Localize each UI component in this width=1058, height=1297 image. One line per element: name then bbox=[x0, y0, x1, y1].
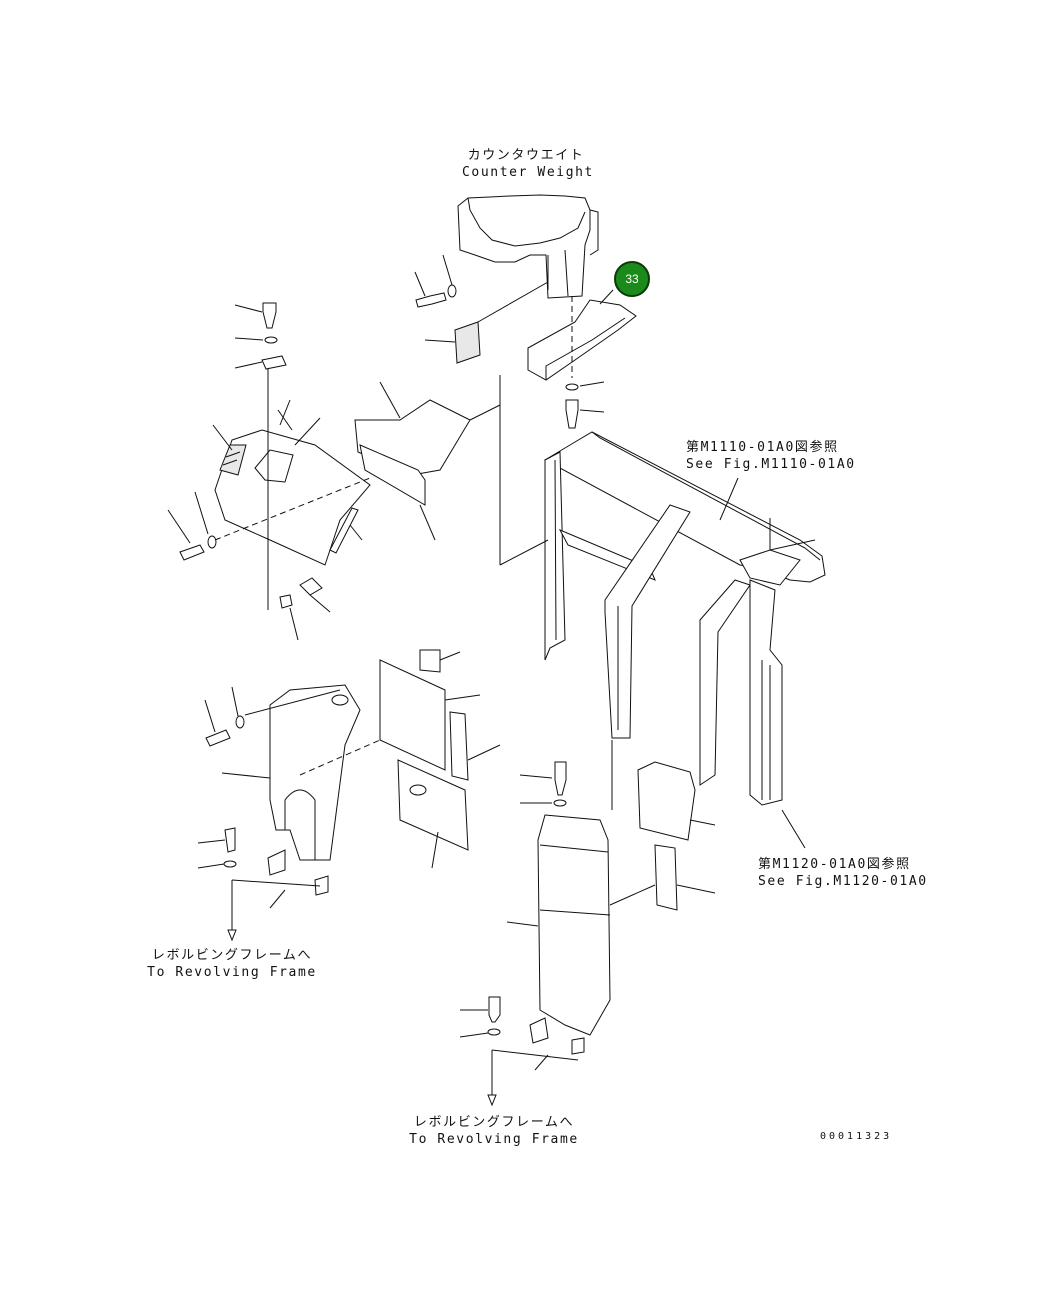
to-frame-bottom-label-jp: レボルビングフレームへ bbox=[413, 1115, 575, 1130]
part-33-hotspot[interactable]: 33 bbox=[614, 261, 650, 297]
lower-left-panel bbox=[197, 684, 381, 942]
reference-leaders bbox=[719, 477, 806, 849]
bolt-group-cw bbox=[414, 254, 605, 429]
drawing-number: 00011323 bbox=[820, 1131, 893, 1142]
counter-weight-label-en: Counter Weight bbox=[462, 165, 594, 180]
ref-top-label-jp: 第M1110-01A0図参照 bbox=[686, 440, 839, 455]
plate-part-33 bbox=[527, 289, 637, 381]
part-33-number: 33 bbox=[625, 272, 639, 286]
to-frame-left-label-en: To Revolving Frame bbox=[147, 965, 317, 980]
to-frame-bottom-label-en: To Revolving Frame bbox=[409, 1132, 579, 1147]
sound-pads bbox=[379, 649, 501, 869]
pad-small bbox=[424, 281, 549, 364]
bottom-cover bbox=[459, 740, 716, 1107]
ref-right-label-jp: 第M1120-01A0図参照 bbox=[758, 857, 911, 872]
left-cover bbox=[167, 302, 371, 641]
to-frame-left-label-jp: レボルビングフレームへ bbox=[151, 948, 313, 963]
duct-pieces bbox=[329, 375, 549, 566]
counter-weight-label-jp: カウンタウエイト bbox=[467, 148, 585, 163]
counter-weight bbox=[457, 194, 599, 299]
main-frame bbox=[543, 431, 826, 806]
ref-top-label-en: See Fig.M1110-01A0 bbox=[686, 457, 856, 472]
ref-right-label-en: See Fig.M1120-01A0 bbox=[758, 874, 928, 889]
